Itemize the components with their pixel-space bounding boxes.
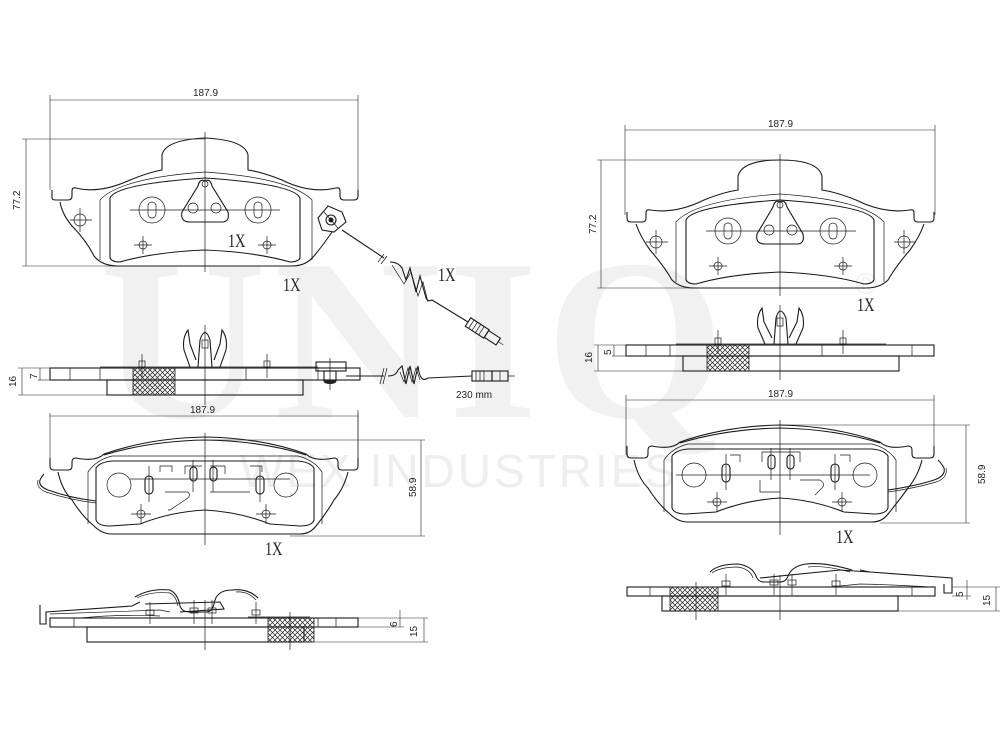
dim-total-thickness-top-left: 16	[8, 375, 19, 387]
dim-total-thickness-bottom-left: 15	[409, 625, 420, 637]
top-right-pad-face-view	[597, 125, 936, 296]
dim-plate-thickness-bottom-right: 5	[955, 591, 966, 597]
bottom-left-pad-face-view	[37, 413, 425, 545]
dim-plate-thickness-bottom-left: 6	[389, 621, 400, 627]
dim-height-bottom-right: 58.9	[977, 464, 988, 484]
dim-plate-thickness-top-left: 7	[29, 373, 40, 379]
bottom-left-pad-side-view	[39, 589, 428, 650]
qty-mark-top-left-outer: 1X	[283, 275, 301, 296]
dim-height-bottom-left: 58.9	[408, 477, 419, 497]
qty-mark-top-right: 1X	[857, 295, 875, 316]
top-right-pad-side-view	[594, 305, 935, 380]
qty-mark-wear-sensor: 1X	[438, 265, 456, 286]
dim-height-top-right: 77.2	[588, 214, 599, 234]
dim-width-bottom-right: 187.9	[768, 389, 794, 400]
dim-width-top-right: 187.9	[768, 119, 794, 130]
dim-width-top-left: 187.9	[193, 88, 219, 99]
dim-total-thickness-top-right: 16	[584, 351, 595, 363]
wear-sensor-length: 230 mm	[456, 390, 493, 401]
watermark-registered-mark: ®	[855, 268, 878, 301]
dim-height-top-left: 77.2	[12, 190, 23, 210]
qty-mark-bottom-left: 1X	[265, 539, 283, 560]
qty-mark-bottom-right: 1X	[836, 527, 854, 548]
dim-plate-thickness-top-right: 5	[603, 349, 614, 355]
top-left-pad-side-view	[18, 325, 515, 466]
dim-total-thickness-bottom-right: 15	[982, 594, 993, 606]
wear-sensor-cable-diagonal	[341, 229, 504, 346]
qty-mark-top-left-inner: 1X	[228, 231, 246, 252]
bottom-right-pad-side-view	[626, 563, 1000, 620]
top-left-pad-face-view	[22, 95, 359, 272]
dim-width-top-left-side: 187.9	[190, 405, 216, 416]
watermark-company: WEX INDUSTRIES	[240, 445, 679, 497]
bottom-right-pad-face-view	[625, 395, 970, 535]
